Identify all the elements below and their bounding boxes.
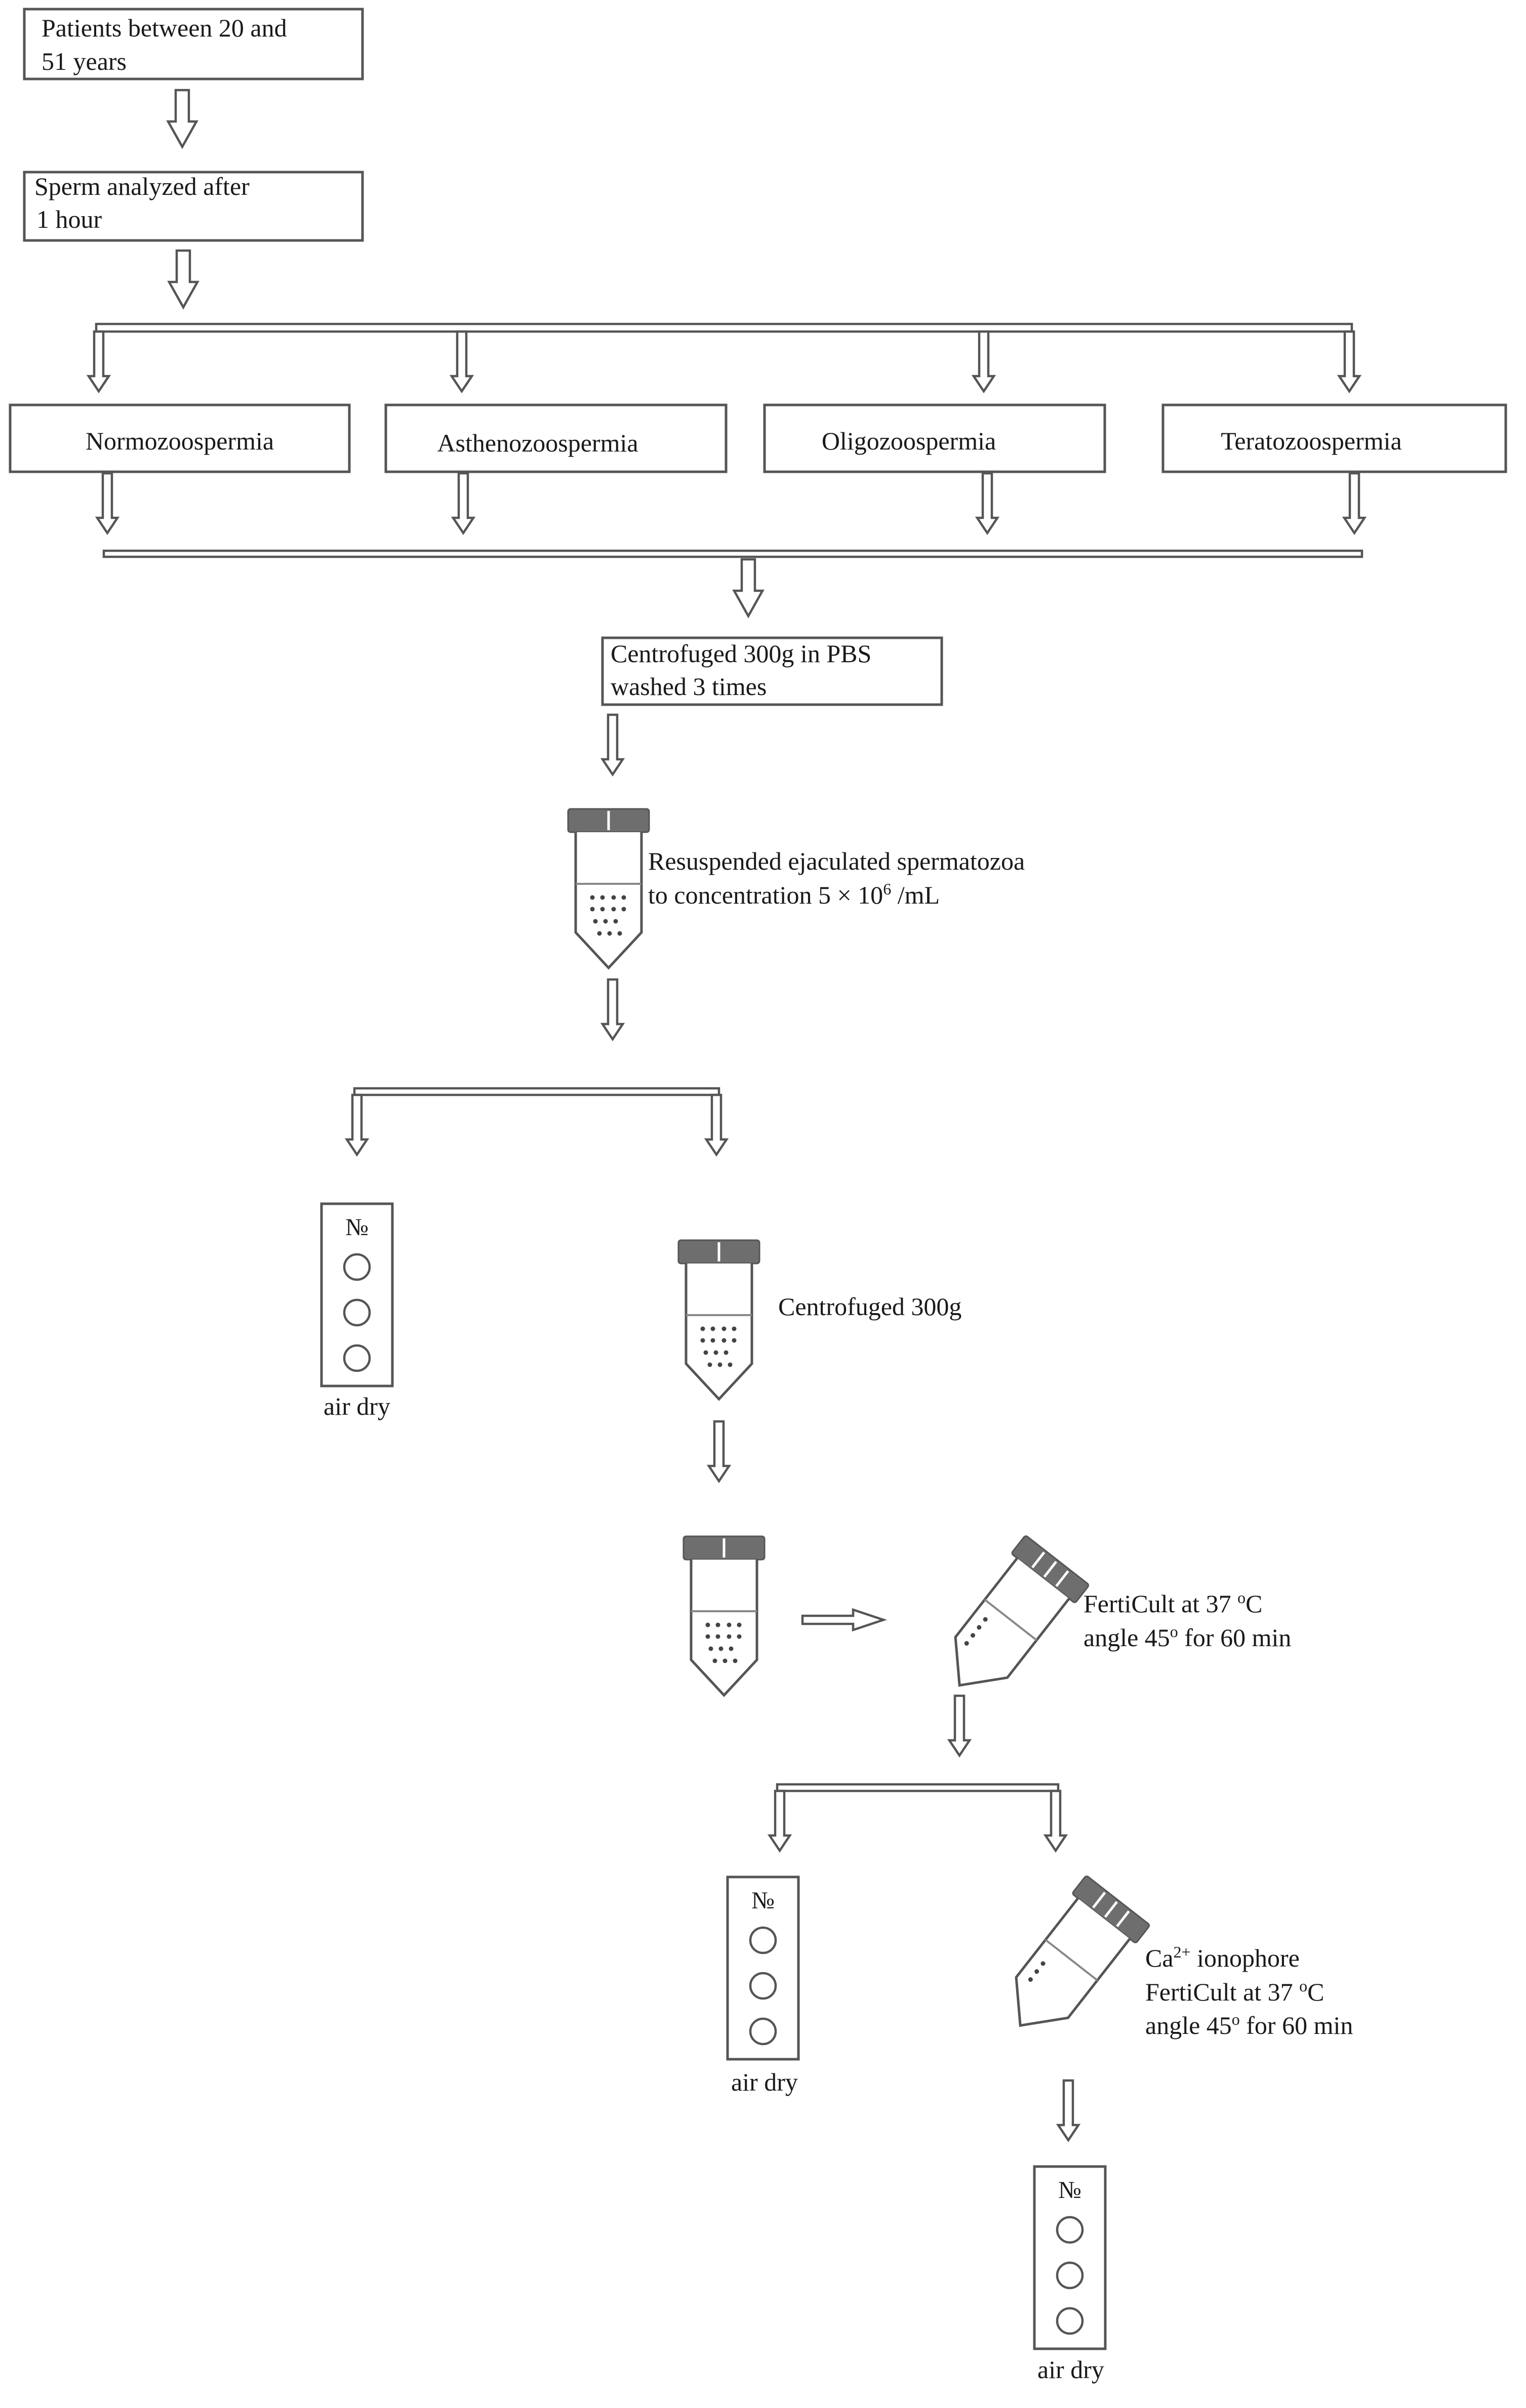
group-box-asthenozoospermia: Asthenozoospermia	[384, 403, 728, 473]
patients-box: Patients between 20 and 51 years	[23, 8, 364, 80]
slide-3-mark: №	[1058, 2177, 1081, 2203]
arrow-analysis-to-split	[169, 251, 197, 307]
group-label-oligozoospermia: Oligozoospermia	[822, 427, 996, 455]
arrow-split-to-astheno	[452, 332, 472, 391]
arrow-incubation1-to-split	[949, 1696, 970, 1756]
arrow-resuspend-to-split	[603, 979, 623, 1039]
arrow-normo-to-merge	[97, 473, 117, 533]
group-label-asthenozoospermia: Asthenozoospermia	[437, 429, 638, 457]
patients-label-line1: Patients between 20 and	[42, 14, 287, 42]
arrow-centrifuge-to-resuspend	[603, 715, 623, 774]
arrow-oligo-to-merge	[977, 473, 997, 533]
arrow-astheno-to-merge	[453, 473, 473, 533]
tube-tilted-incubation1	[928, 1535, 1089, 1710]
slide-3-caption: air dry	[1037, 2355, 1104, 2384]
group-box-teratozoospermia: Teratozoospermia	[1161, 403, 1507, 473]
incubation2-label-line2: FertiCult at 37 oC	[1145, 1977, 1324, 2006]
arrow-terato-to-merge	[1344, 473, 1364, 533]
arrow-right-to-incubation	[801, 1608, 888, 1632]
centrifuged-pbs-label-line1: Centrofuged 300g in PBS	[611, 639, 871, 668]
group-label-teratozoospermia: Teratozoospermia	[1221, 427, 1401, 455]
arrow-tube2-to-tube3	[709, 1421, 729, 1481]
incubation2-label-line1: Ca2+ ionophore	[1145, 1943, 1300, 1972]
centrifuged-pbs-label-line2: washed 3 times	[611, 672, 767, 701]
arrow-split-to-oligo	[974, 332, 994, 391]
tube-resuspended	[568, 809, 649, 968]
arrow-split-to-slide1	[347, 1095, 367, 1155]
tube-pellet	[684, 1536, 765, 1695]
slide-2-caption: air dry	[731, 2068, 798, 2096]
arrow-split-to-terato	[1339, 332, 1359, 391]
sperm-analyzed-label-line2: 1 hour	[36, 205, 102, 233]
split-bar-middle	[353, 1087, 720, 1096]
incubation2-label-line3: angle 45o for 60 min	[1145, 2010, 1353, 2039]
arrow-split-to-tube4	[1046, 1791, 1066, 1851]
tube-centrifuged	[678, 1240, 759, 1399]
split-bar-top	[95, 322, 1353, 333]
tube-tilted-incubation2	[988, 1875, 1150, 2051]
group-box-oligozoospermia: Oligozoospermia	[763, 403, 1106, 473]
arrow-split-to-tube2	[706, 1095, 727, 1155]
incubation1-label-line2: angle 45o for 60 min	[1083, 1622, 1291, 1652]
incubation1-label-line1: FertiCult at 37 oC	[1083, 1588, 1263, 1618]
slide-1-caption: air dry	[324, 1392, 390, 1420]
arrow-incubation2-to-slide3	[1058, 2080, 1078, 2140]
sperm-analyzed-label-line1: Sperm analyzed after	[34, 172, 250, 200]
centrifuged-300g-label: Centrofuged 300g	[778, 1292, 961, 1321]
resuspended-label-line2: to concentration 5 × 106 /mL	[648, 880, 940, 909]
merge-bar	[102, 549, 1363, 558]
split-bar-bottom	[776, 1783, 1060, 1792]
arrow-split-to-normo	[89, 332, 109, 391]
group-label-normozoospermia: Normozoospermia	[86, 427, 274, 455]
arrow-patients-to-analysis	[168, 90, 196, 147]
sperm-analyzed-box: Sperm analyzed after 1 hour	[23, 171, 364, 242]
resuspended-label-line1: Resuspended ejaculated spermatozoa	[648, 847, 1025, 875]
slide-1: №	[322, 1204, 392, 1386]
slide-2: №	[728, 1877, 798, 2059]
slide-2-mark: №	[751, 1887, 775, 1914]
patients-label-line2: 51 years	[42, 47, 127, 75]
arrow-merge-to-centrifuge	[734, 559, 762, 616]
group-box-normozoospermia: Normozoospermia	[9, 403, 351, 473]
arrow-split-to-slide2	[770, 1791, 790, 1851]
centrifuged-pbs-box: Centrofuged 300g in PBS washed 3 times	[601, 636, 943, 706]
slide-1-mark: №	[345, 1214, 369, 1241]
slide-3: №	[1034, 2167, 1105, 2349]
